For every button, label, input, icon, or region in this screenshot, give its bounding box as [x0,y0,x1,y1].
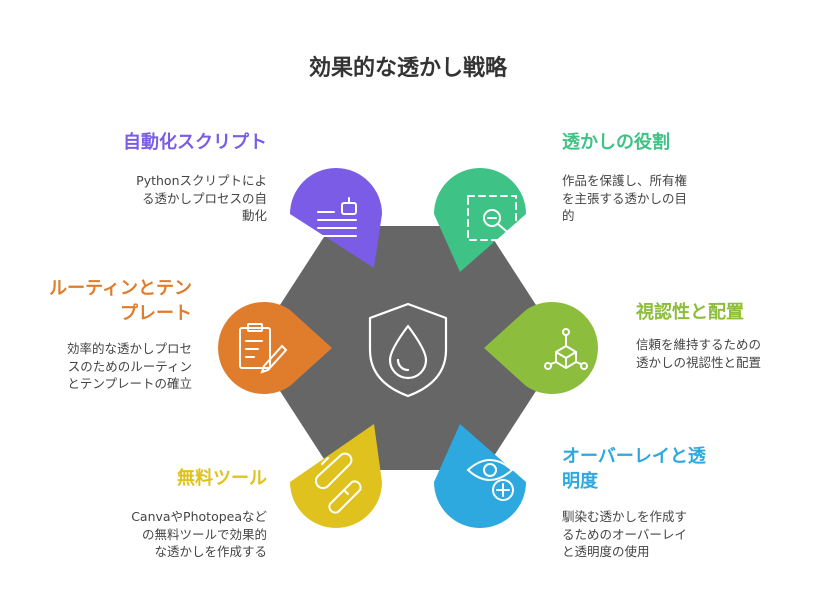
watermark-role-desc-line: を主張する透かしの目 [562,190,688,206]
overlay-heading-line: 明度 [562,471,598,492]
free-tools-desc-line: CanvaやPhotopeaなど [131,509,267,524]
free-tools-heading: 無料ツール [177,468,267,489]
wrench-tools-icon [314,452,362,514]
routine-desc: 効率的な透かしプロセ スのためのルーティン とテンプレートの確立 [67,340,192,393]
watermark-role-desc-line: 的 [562,208,575,223]
overlay-desc-line: と透明度の使用 [562,544,650,559]
robot-document-icon [317,197,357,237]
automation-desc-line: 動化 [241,208,267,223]
visibility-desc: 信頼を維持するための 透かしの視認性と配置 [636,336,761,371]
water-drop-shield-icon [368,302,448,398]
free-tools-desc-line: な透かしを作成する [154,544,267,559]
automation-desc-line: る透かしプロセスの自 [141,190,267,206]
free-tools-desc-line: の無料ツールで効果的 [141,526,267,542]
overlay-desc-line: るためのオーバーレイ [562,526,687,542]
watermark-role-desc-line: 作品を保護し、所有権 [562,173,688,188]
routine-desc-line: とテンプレートの確立 [67,376,192,391]
watermark-role-heading: 透かしの役割 [562,132,670,153]
routine-heading-line: ルーティンとテン [49,278,192,299]
overlay-desc: 馴染む透かしを作成す るためのオーバーレイ と透明度の使用 [562,508,687,561]
petal-overlay[interactable] [434,424,526,528]
petal-free-tools[interactable] [290,424,382,528]
routine-desc-line: スのためのルーティン [67,358,192,374]
eye-plus-icon [466,459,514,501]
page-title: 効果的な透かし戦略 [308,56,507,81]
overlay-heading-line: オーバーレイと透 [562,446,706,467]
automation-desc-line: Pythonスクリプトによ [136,173,267,188]
overlay-desc-line: 馴染む透かしを作成す [562,509,688,524]
zoom-out-frame-icon [467,195,517,241]
visibility-heading: 視認性と配置 [636,302,744,323]
free-tools-desc: CanvaやPhotopeaなど の無料ツールで効果的 な透かしを作成する [131,508,267,561]
routine-heading-line: プレート [120,303,192,324]
automation-desc: Pythonスクリプトによ る透かしプロセスの自 動化 [136,172,267,225]
clipboard-pencil-icon [239,323,288,374]
watermark-role-desc: 作品を保護し、所有権 を主張する透かしの目 的 [562,172,687,225]
overlay-heading: オーバーレイと透 明度 [562,444,706,494]
petal-watermark-role[interactable] [434,168,526,272]
petal-automation[interactable] [290,168,382,268]
visibility-desc-line: 信頼を維持するための [636,337,762,352]
petal-visibility[interactable] [484,301,599,395]
routine-heading: ルーティンとテン プレート [49,276,192,326]
petal-routine[interactable] [217,301,332,395]
visibility-desc-line: 透かしの視認性と配置 [636,354,762,370]
automation-heading: 自動化スクリプト [123,132,267,153]
routine-desc-line: 効率的な透かしプロセ [66,341,192,356]
cube-network-icon [544,328,588,370]
